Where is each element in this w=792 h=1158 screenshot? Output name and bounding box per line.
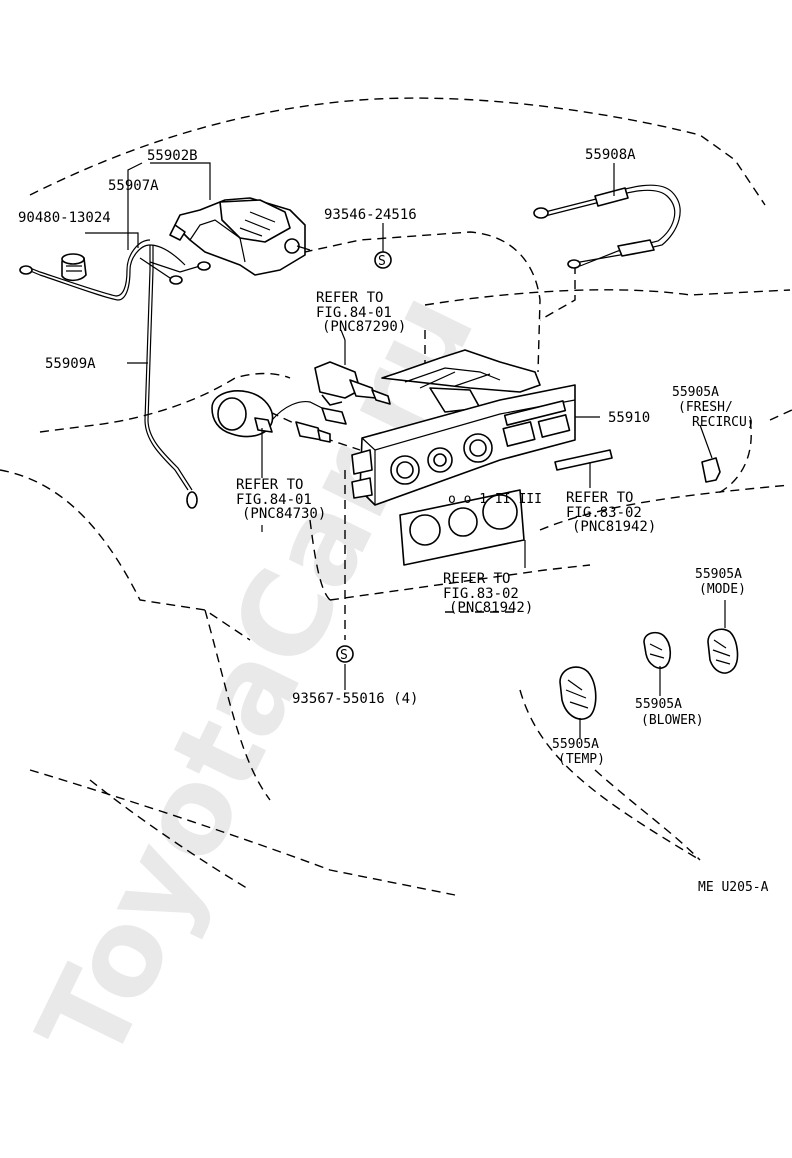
leader-lines (85, 162, 726, 738)
label-refer-84730-line1: REFER TO (236, 477, 303, 493)
knob-mode (707, 628, 739, 674)
label-refer-81942-strip-line1: REFER TO (566, 490, 633, 506)
screw-symbol-93546: S (374, 251, 392, 269)
label-55905a-fresh-line1: 55905A (672, 385, 719, 400)
label-55905a-mode-line2: (MODE) (699, 582, 746, 597)
label-refer-87290-line1: REFER TO (316, 290, 383, 306)
label-55908a: 55908A (585, 147, 636, 163)
heater-control-panel-55910 (351, 349, 576, 506)
label-refer-81942-plate-line3: (PNC81942) (449, 600, 533, 616)
label-refer-87290-line3: (PNC87290) (322, 319, 406, 335)
vacuum-solenoid-87290 (314, 340, 391, 406)
control-cable-55908a (533, 184, 681, 269)
blower-switch-84730 (211, 390, 347, 443)
label-55907a: 55907A (108, 178, 159, 194)
label-55905a-blower-line2: (BLOWER) (641, 713, 704, 728)
label-refer-84730-line2: FIG.84-01 (236, 492, 312, 508)
knob-fresh-recircu (701, 457, 721, 483)
svg-text:S: S (378, 254, 386, 269)
knob-temp (559, 666, 597, 720)
label-55905a-fresh-line2: (FRESH/ (678, 400, 733, 415)
label-55905a-mode-line1: 55905A (695, 567, 742, 582)
svg-text:S: S (340, 648, 348, 663)
label-refer-81942-plate-line1: REFER TO (443, 571, 510, 587)
label-refer-81942-plate-line2: FIG.83-02 (443, 586, 519, 602)
grommet-90480-13024 (61, 253, 87, 282)
label-strip-81942 (554, 449, 613, 471)
label-55905a-temp-line1: 55905A (552, 737, 599, 752)
label-refer-81942-strip-line3: (PNC81942) (572, 519, 656, 535)
label-refer-81942-strip-line2: FIG.83-02 (566, 505, 642, 521)
knob-blower (643, 631, 672, 669)
screw-symbol-93567: S (336, 645, 354, 663)
label-refer-87290-line2: FIG.84-01 (316, 305, 392, 321)
servo-actuator-55902b (169, 197, 311, 276)
label-refer-84730-line3: (PNC84730) (242, 506, 326, 522)
label-55905a-temp-line2: (TEMP) (558, 752, 605, 767)
dashboard-outline (0, 97, 792, 896)
label-93546-24516: 93546-24516 (324, 207, 417, 223)
label-90480-13024: 90480-13024 (18, 210, 111, 226)
label-55905a-fresh-line3: RECIRCU) (692, 415, 755, 430)
wire-harness-55909a (19, 239, 211, 509)
label-55905a-blower-line1: 55905A (635, 697, 682, 712)
watermark-text: ToyotaCar.ru (11, 272, 501, 1083)
svg-text:o o 1 II III: o o 1 II III (448, 492, 542, 507)
label-55909a: 55909A (45, 356, 96, 372)
label-diagram-code: ME U205-A (698, 880, 769, 895)
part-labels: 55902B 55907A 90480-13024 93546-24516 55… (18, 147, 769, 895)
label-55910: 55910 (608, 410, 650, 426)
label-55902b: 55902B (147, 148, 198, 164)
label-93567-55016: 93567-55016 (4) (292, 691, 418, 707)
control-plate-81942: o o 1 II III (399, 489, 542, 566)
